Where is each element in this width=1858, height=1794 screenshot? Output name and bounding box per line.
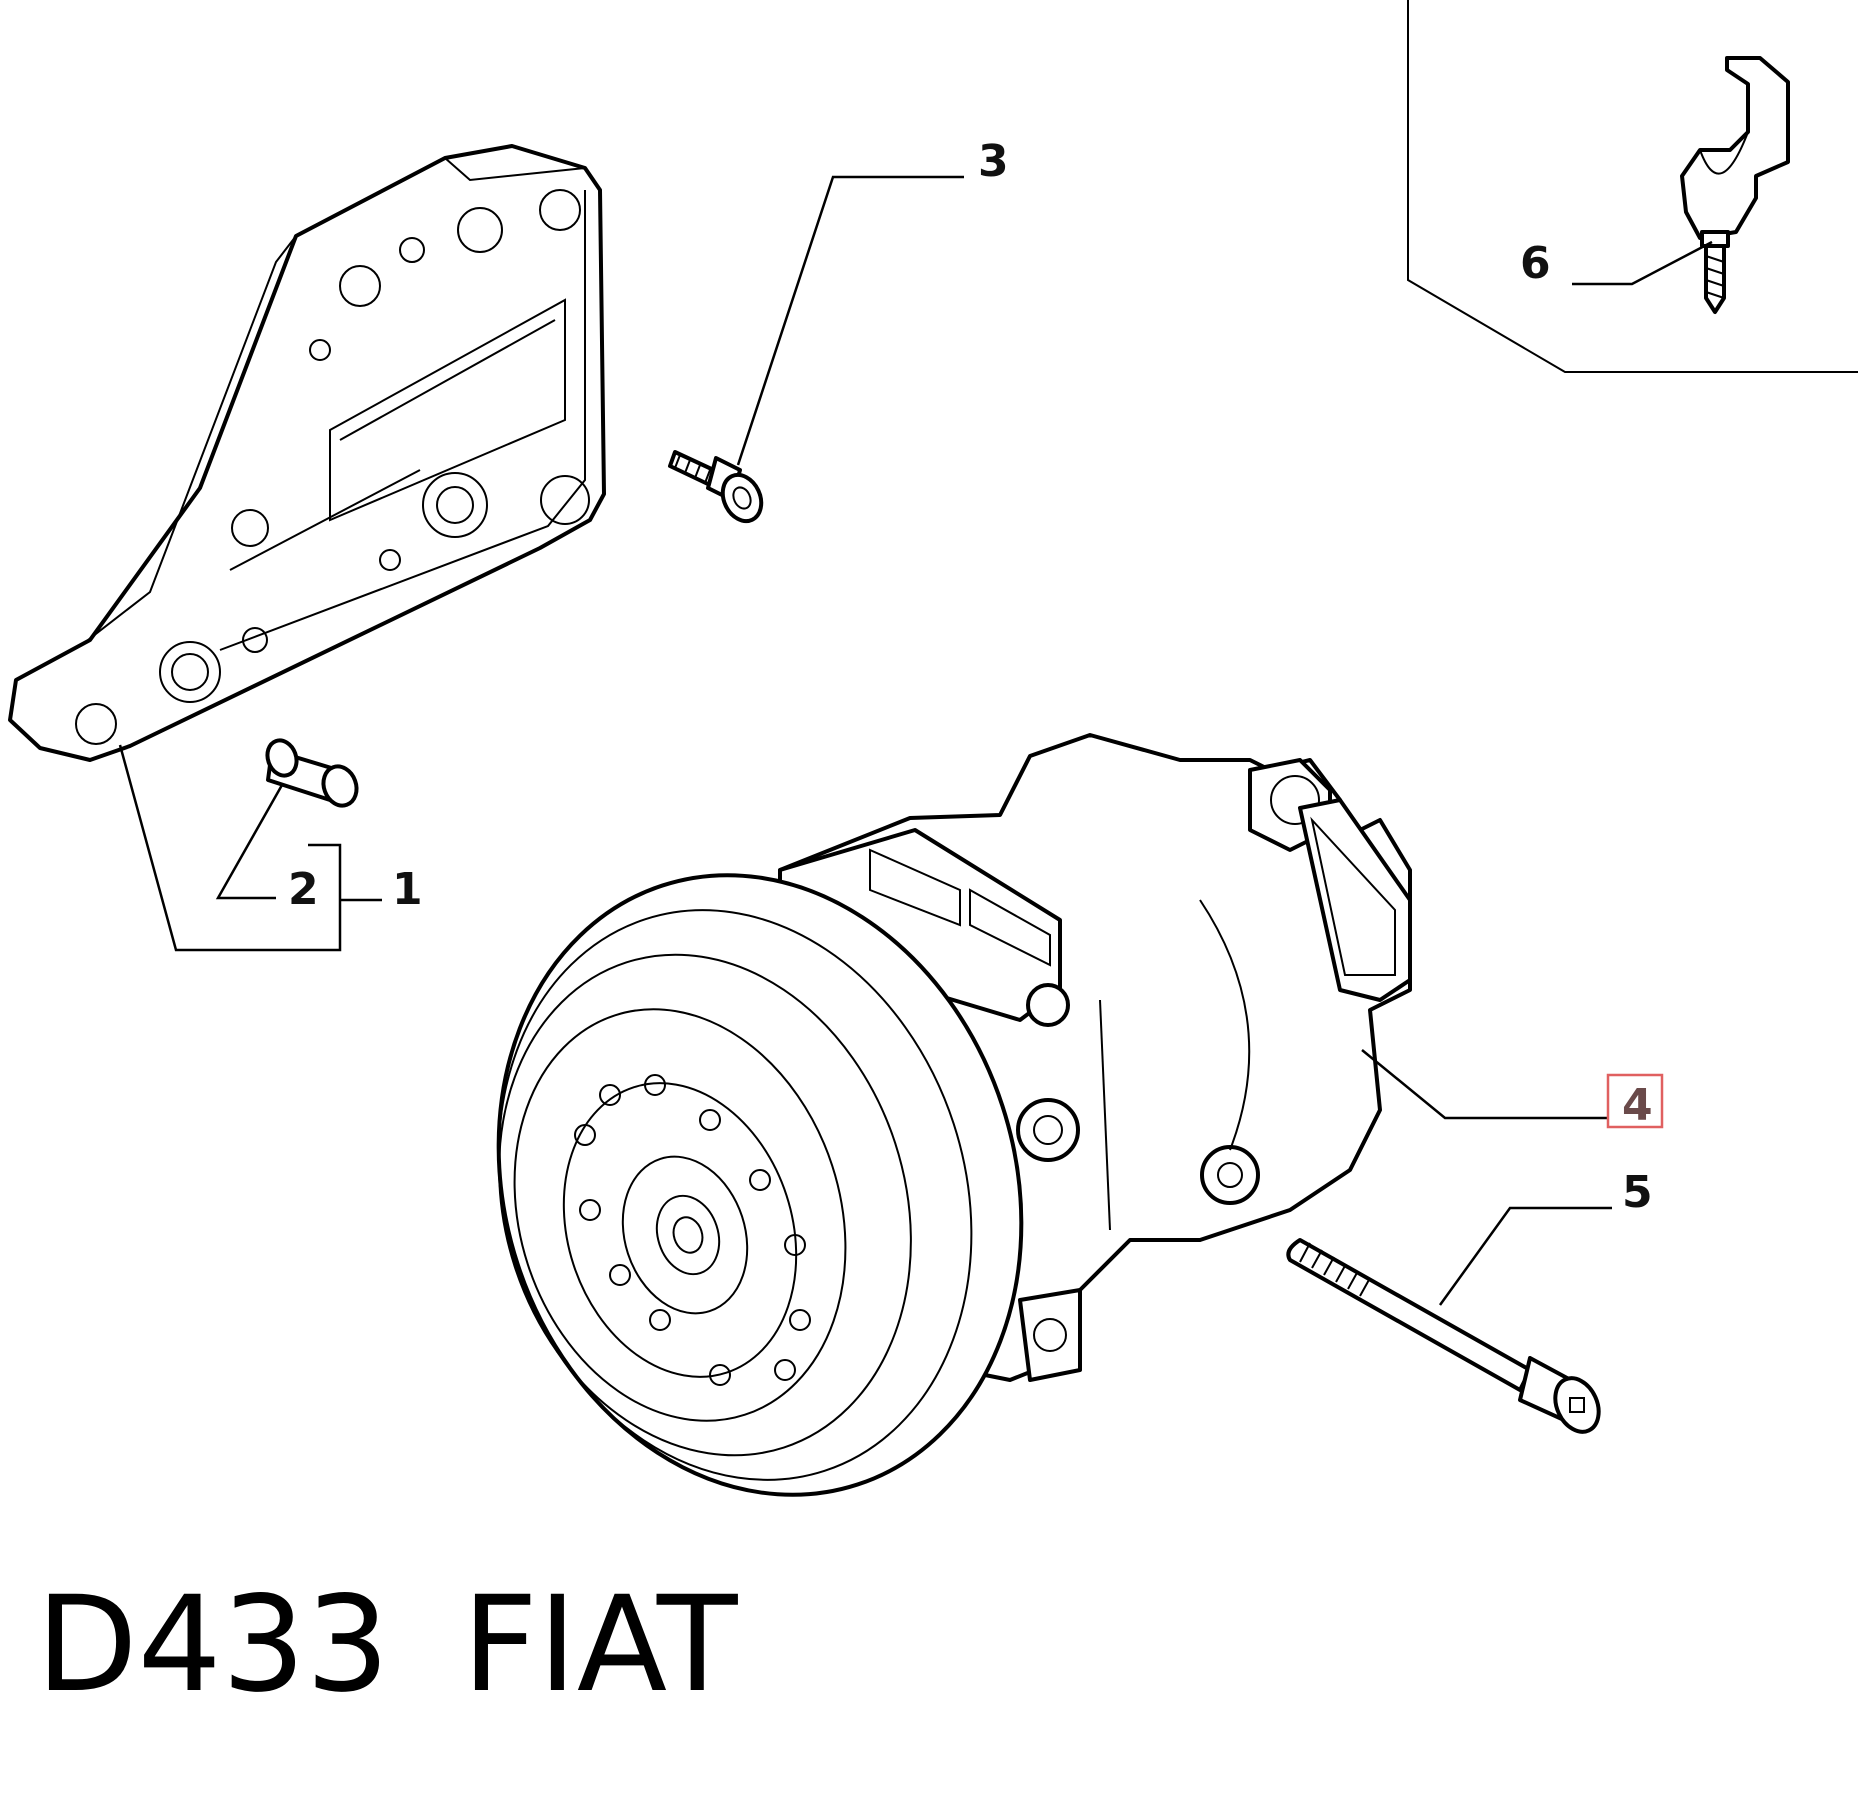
- leader-lines: [118, 175, 1713, 1306]
- callout-3[interactable]: 3: [978, 136, 1009, 187]
- long-bolt-part[interactable]: [1286, 1238, 1607, 1439]
- callout-1[interactable]: 1: [392, 864, 423, 915]
- bush-part[interactable]: [263, 736, 362, 810]
- bracket-part[interactable]: [8, 144, 606, 762]
- ac-compressor-part[interactable]: [420, 733, 1412, 1563]
- diagram-brand: FIAT: [462, 1568, 739, 1722]
- diagram-caption: D433 FIAT: [36, 1568, 739, 1722]
- hose-clip-part[interactable]: [1680, 56, 1790, 314]
- detail-inset: [1407, 0, 1858, 373]
- callout-4[interactable]: 4: [1622, 1080, 1653, 1131]
- callout-4-highlight: [1606, 1073, 1664, 1129]
- callout-6[interactable]: 6: [1520, 238, 1551, 289]
- screw-part[interactable]: [668, 450, 768, 527]
- diagram-code: D433: [36, 1568, 390, 1722]
- callout-5[interactable]: 5: [1622, 1167, 1653, 1218]
- callout-2[interactable]: 2: [288, 864, 319, 915]
- callouts: 1 2 3 4 5 6: [288, 136, 1664, 1218]
